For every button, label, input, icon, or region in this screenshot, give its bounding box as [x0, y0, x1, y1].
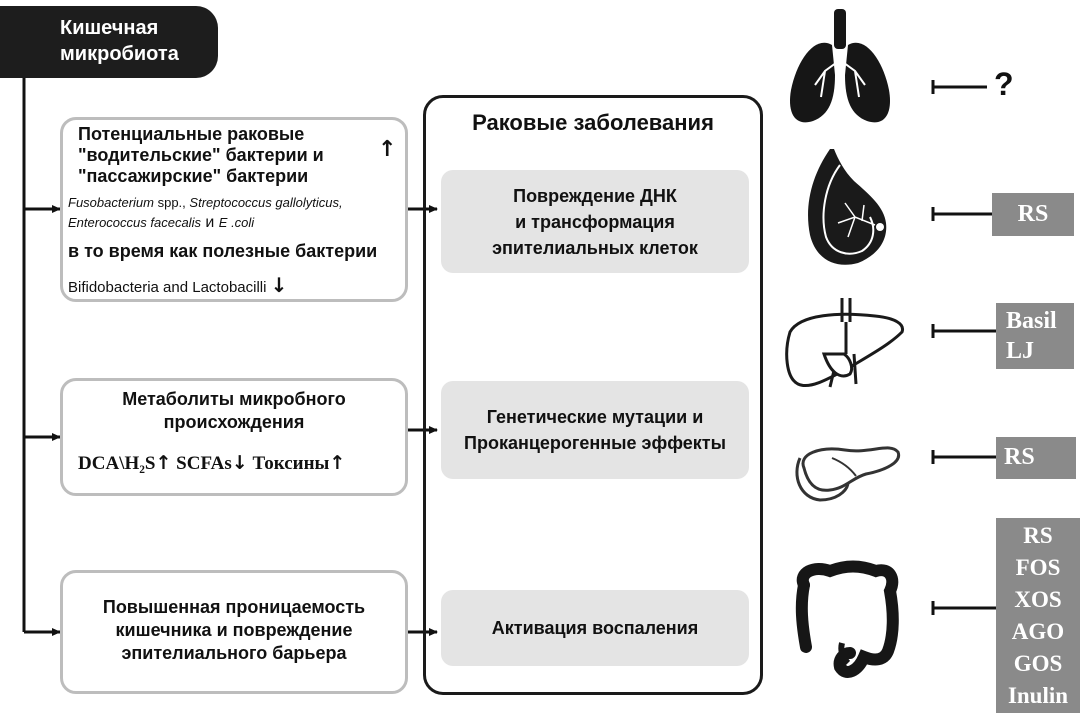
- breast-label: RS: [992, 193, 1074, 236]
- liver-icon: [785, 298, 904, 388]
- effect-inflammation: Активация воспаления: [441, 590, 749, 666]
- up-arrow-icon: ↑: [378, 137, 397, 162]
- metabolites-box: [60, 378, 408, 496]
- bacteria-species: Fusobacterium spp., Streptococcus gallol…: [68, 195, 343, 231]
- permeability-box: [60, 570, 408, 694]
- bacteria-box: [60, 117, 408, 302]
- metabolites-heading: Метаболиты микробного происхождения: [122, 389, 346, 432]
- liver-label: Basil LJ: [996, 303, 1074, 369]
- lungs-icon: [789, 9, 891, 123]
- effect-genetic-mutations: Генетические мутации и Проканцерогенные …: [441, 381, 749, 479]
- pancreas-label: RS: [996, 437, 1076, 479]
- down-arrow-icon: ↓: [270, 273, 288, 297]
- bacteria-heading: Потенциальные раковые "водительские" бак…: [78, 124, 324, 186]
- breast-icon: [808, 149, 887, 265]
- beneficial-bacteria-text: в то время как полезные бактерии: [68, 241, 378, 261]
- cancer-title: Раковые заболевания: [472, 110, 714, 135]
- colon-icon: [795, 560, 899, 678]
- colon-label: RS FOS XOS AGO GOS Inulin: [996, 518, 1080, 713]
- pancreas-icon: [795, 446, 901, 502]
- permeability-text: Повышенная проницаемость кишечника и пов…: [102, 597, 366, 663]
- gut-microbiota-title: Кишечная микробиота: [0, 6, 218, 78]
- metabolites-list: DCA\H₂S↑ SCFAs↓ Токсины↑: [78, 452, 346, 474]
- unknown-label: ?: [994, 66, 1014, 102]
- effect-dna-damage: Повреждение ДНК и трансформация эпителиа…: [441, 170, 749, 273]
- cancer-panel: [423, 95, 763, 695]
- beneficial-bacteria-names: Bifidobacteria and Lactobacilli ↓: [68, 273, 288, 297]
